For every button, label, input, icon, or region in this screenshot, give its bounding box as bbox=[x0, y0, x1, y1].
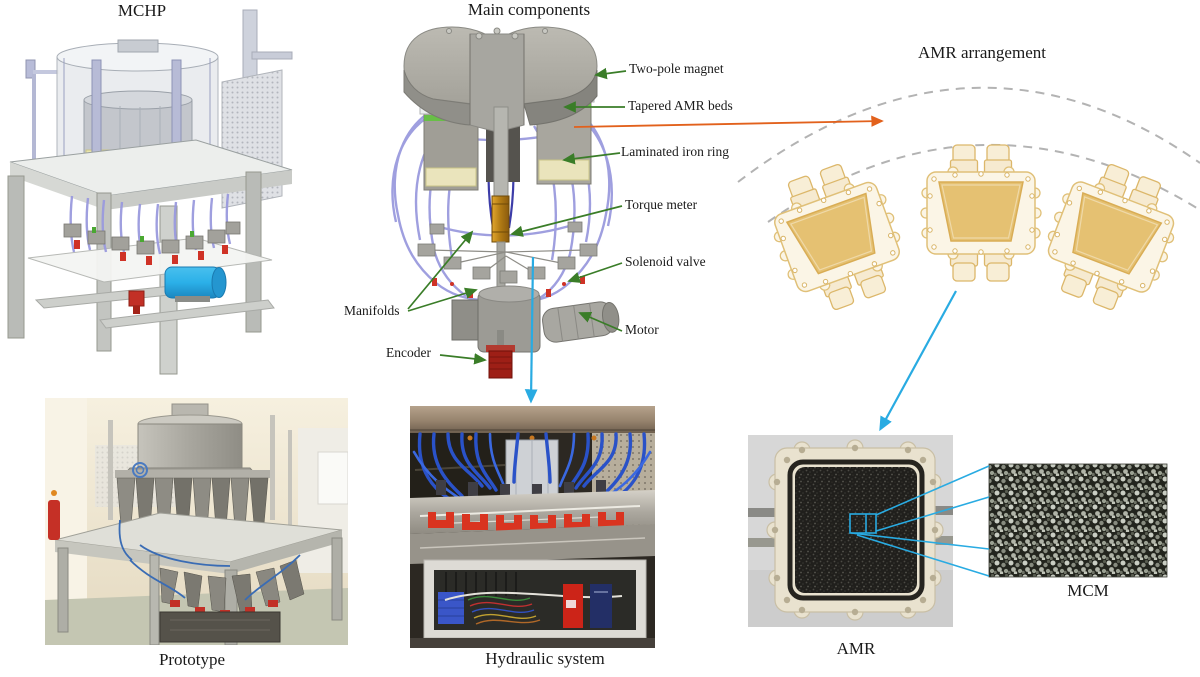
prototype-caption: Prototype bbox=[158, 650, 226, 669]
amr-arrangement-title: AMR arrangement bbox=[918, 43, 1046, 62]
encoder-shape bbox=[486, 330, 515, 379]
motor-shape bbox=[451, 285, 620, 353]
manifold-ring bbox=[417, 221, 598, 302]
amr-granular-bed bbox=[795, 467, 917, 593]
label-manifolds: Manifolds bbox=[344, 303, 400, 318]
mcm-photo bbox=[988, 463, 1168, 578]
label-motor: Motor bbox=[625, 322, 659, 337]
arrow-laminated-iron-ring bbox=[562, 152, 621, 165]
arrow-torque-meter bbox=[510, 205, 623, 237]
arrow-to-hydraulic-system bbox=[524, 256, 538, 404]
label-laminated-iron-ring: Laminated iron ring bbox=[621, 144, 729, 159]
mcm-caption: MCM bbox=[1067, 581, 1109, 600]
label-two-pole-magnet: Two-pole magnet bbox=[629, 61, 724, 76]
hydraulic-system-photo bbox=[410, 406, 655, 648]
annotation-arrows bbox=[407, 67, 957, 432]
mchp-title: MCHP bbox=[117, 1, 167, 20]
main-components-cad-drawing bbox=[391, 26, 620, 379]
label-tapered-amr-beds: Tapered AMR beds bbox=[628, 98, 733, 113]
amr-bed-right bbox=[1029, 151, 1193, 323]
label-torque-meter: Torque meter bbox=[625, 197, 698, 212]
arrow-motor bbox=[578, 311, 623, 332]
torque-meter-shape bbox=[491, 195, 510, 243]
arrow-to-amr-photo bbox=[879, 290, 957, 432]
arrow-to-amr-arrangement bbox=[573, 115, 884, 128]
two-pole-magnet-shape bbox=[403, 26, 598, 133]
arrow-solenoid-valve bbox=[567, 262, 623, 283]
amr-bed-middle bbox=[920, 144, 1042, 282]
red-manifolds bbox=[428, 512, 624, 531]
mchp-undertable-manifolds bbox=[63, 193, 241, 265]
amr-arrangement-diagram bbox=[737, 86, 1200, 323]
central-shaft bbox=[493, 106, 509, 208]
amr-gasket bbox=[787, 459, 925, 601]
amr-caption: AMR bbox=[836, 639, 876, 658]
navy-device bbox=[590, 584, 612, 628]
mcm-callout-lines bbox=[849, 465, 990, 577]
hydraulic-caption: Hydraulic system bbox=[485, 649, 605, 668]
prototype-photo bbox=[45, 398, 348, 645]
arrow-manifolds-lower bbox=[407, 287, 478, 312]
arrow-two-pole-magnet bbox=[594, 67, 627, 80]
arrow-manifolds-upper bbox=[407, 230, 474, 310]
label-encoder: Encoder bbox=[386, 345, 431, 360]
amr-bed-left bbox=[756, 151, 918, 323]
mchp-cad-drawing bbox=[7, 9, 293, 375]
mchp-pump-motor bbox=[128, 266, 227, 314]
label-solenoid-valve: Solenoid valve bbox=[625, 254, 706, 269]
main-components-title: Main components bbox=[467, 0, 591, 19]
arrow-encoder bbox=[439, 353, 487, 365]
mchp-table bbox=[7, 139, 293, 375]
